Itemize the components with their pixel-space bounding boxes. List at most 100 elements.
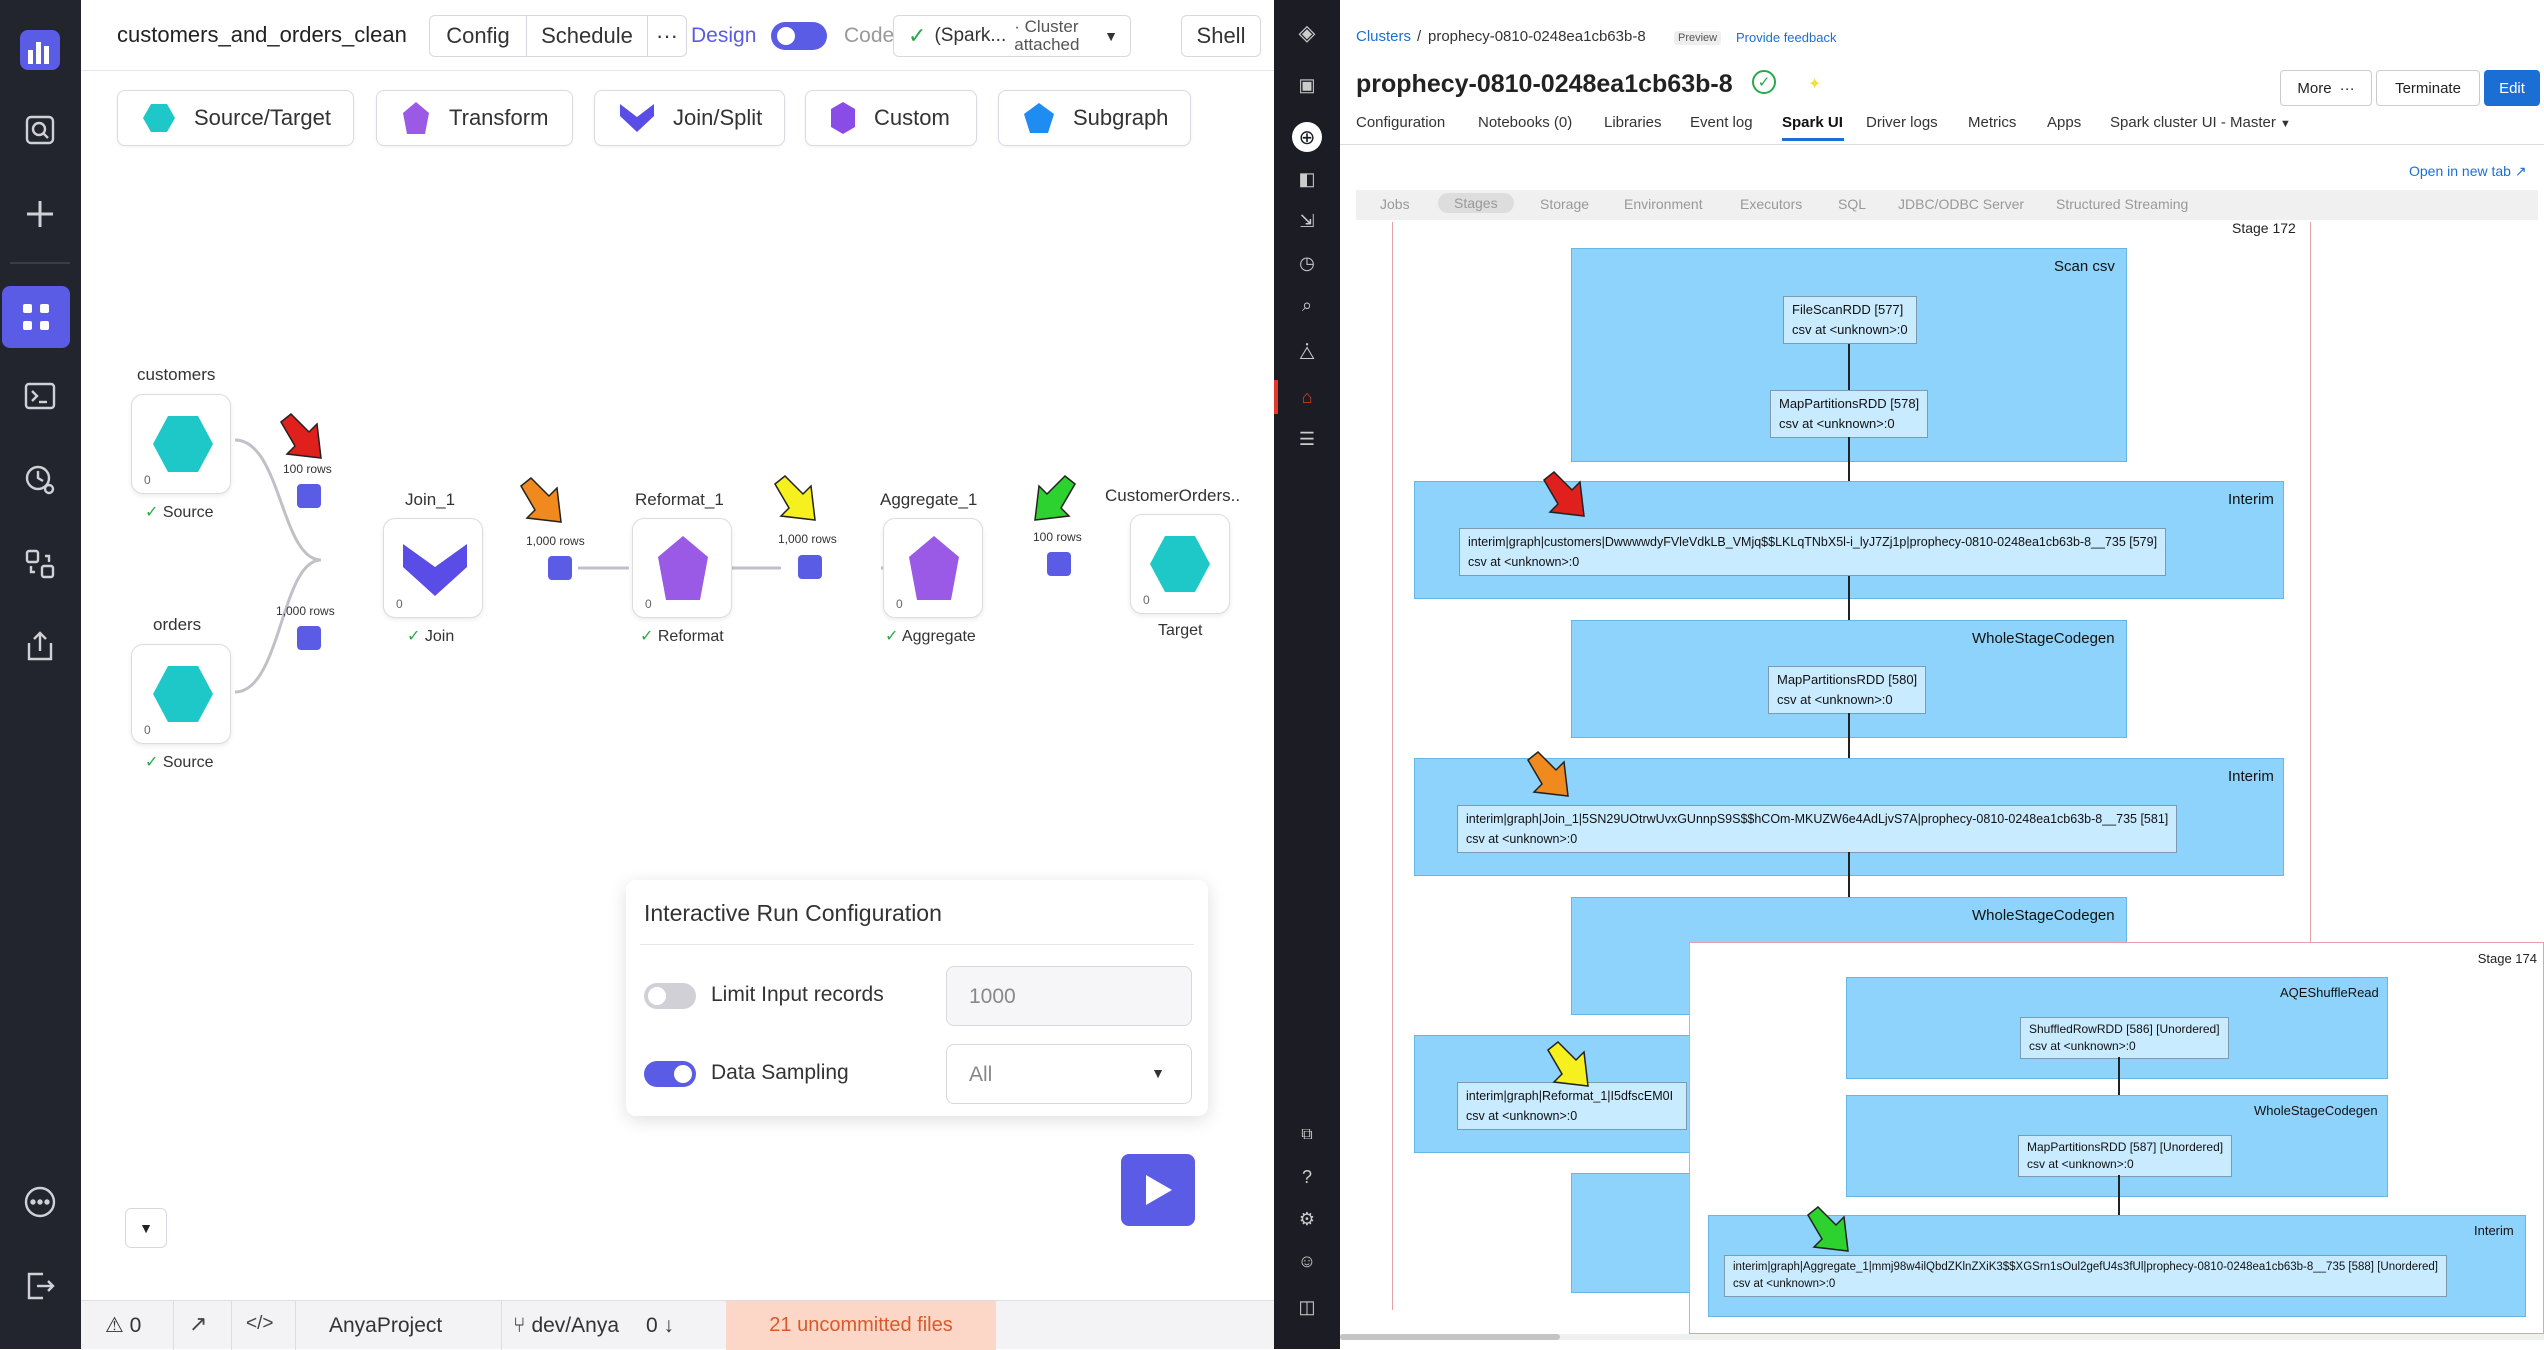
subtab-storage[interactable]: Storage: [1540, 196, 1590, 212]
project-name[interactable]: AnyaProject: [329, 1314, 443, 1337]
palette-join-split[interactable]: Join/Split: [594, 90, 785, 146]
compute-icon[interactable]: ⌂: [1301, 386, 1313, 407]
node-customers[interactable]: 0: [131, 394, 231, 494]
shapes-icon[interactable]: ⧊: [1298, 342, 1316, 363]
rdd-name: interim|graph|Reformat_1|I5dfscEM0I: [1466, 1089, 1674, 1103]
node-target[interactable]: 0: [1130, 514, 1230, 614]
cluster-title: prophecy-0810-0248ea1cb63b-8: [1356, 70, 1733, 98]
node-orders[interactable]: 0: [131, 644, 231, 744]
tab-driver-logs[interactable]: Driver logs: [1866, 114, 1938, 131]
trend-icon[interactable]: ↗: [189, 1311, 208, 1336]
pipeline-icon[interactable]: [2, 286, 70, 348]
collapse-sidebar-icon[interactable]: ◫: [1298, 1296, 1316, 1317]
more-button[interactable]: More···: [2280, 70, 2372, 106]
join-icon: [620, 104, 654, 132]
user-icon[interactable]: ☺: [1297, 1250, 1317, 1271]
repos-icon[interactable]: ⇲: [1299, 210, 1315, 231]
node-join[interactable]: 0: [383, 518, 483, 618]
tab-libraries[interactable]: Libraries: [1604, 114, 1662, 131]
settings-icon[interactable]: ⚙: [1298, 1208, 1316, 1229]
code-icon[interactable]: </>: [246, 1313, 274, 1334]
node-aggregate[interactable]: 0: [883, 518, 983, 618]
layers-icon[interactable]: ◈: [1298, 20, 1316, 45]
chevron-down-icon: ▼: [139, 1220, 153, 1236]
more-options-icon[interactable]: [16, 1178, 64, 1226]
data-preview-icon[interactable]: [548, 556, 572, 580]
subtab-streaming[interactable]: Structured Streaming: [2056, 196, 2189, 212]
recents-icon[interactable]: ◷: [1299, 252, 1315, 273]
pipeline-canvas[interactable]: customers_and_orders_clean Config Schedu…: [81, 0, 1274, 1349]
breadcrumb-clusters[interactable]: Clusters: [1356, 28, 1412, 45]
export-icon[interactable]: [16, 622, 64, 670]
limit-toggle[interactable]: [644, 983, 696, 1009]
schedule-settings-icon[interactable]: [16, 456, 64, 504]
scrollbar-thumb[interactable]: [1340, 1334, 1560, 1340]
tab-configuration[interactable]: Configuration: [1356, 114, 1446, 131]
data-preview-icon[interactable]: [297, 626, 321, 650]
pull-indicator[interactable]: 0 ↓: [646, 1314, 674, 1338]
pin-icon[interactable]: ✦: [1808, 76, 1822, 93]
shell-button[interactable]: Shell: [1181, 15, 1261, 57]
data-preview-icon[interactable]: [297, 484, 321, 508]
warnings-indicator[interactable]: ⚠ 0: [105, 1313, 141, 1338]
cluster-selector[interactable]: ✓ (Spark... · Cluster attached ▼: [893, 15, 1131, 57]
add-icon[interactable]: [16, 190, 64, 238]
git-compare-icon[interactable]: [16, 540, 64, 588]
tab-spark-cluster-ui[interactable]: Spark cluster UI - Master ▼: [2110, 114, 2291, 131]
logout-icon[interactable]: [16, 1262, 64, 1310]
search-icon[interactable]: [16, 106, 64, 154]
terminal-icon[interactable]: [16, 372, 64, 420]
edge-line: [1848, 437, 1850, 517]
subtab-executors[interactable]: Executors: [1740, 196, 1803, 212]
partner-icon[interactable]: ⧉: [1301, 1126, 1313, 1143]
uncommitted-files-badge[interactable]: 21 uncommitted files: [726, 1301, 996, 1350]
horizontal-scrollbar[interactable]: [1340, 1334, 2544, 1340]
config-button[interactable]: Config: [429, 15, 527, 57]
provide-feedback-link[interactable]: Provide feedback: [1736, 30, 1837, 45]
palette-transform[interactable]: Transform: [376, 90, 573, 146]
search-icon[interactable]: ⌕: [1301, 294, 1313, 315]
data-preview-icon[interactable]: [1047, 552, 1071, 576]
palette-source-target[interactable]: Source/Target: [117, 90, 354, 146]
interim-rdd-579: interim|graph|customers|DwwwwdyFVleVdkLB…: [1459, 528, 2167, 576]
rdd-location: csv at <unknown>:0: [1466, 1109, 1578, 1123]
tab-apps[interactable]: Apps: [2047, 114, 2082, 131]
subtab-sql[interactable]: SQL: [1838, 196, 1867, 212]
run-button[interactable]: [1121, 1154, 1195, 1226]
toggle-knob: [674, 1065, 692, 1083]
jobs-icon[interactable]: ☰: [1298, 428, 1316, 449]
subtab-jobs[interactable]: Jobs: [1380, 196, 1410, 212]
subtab-jdbc[interactable]: JDBC/ODBC Server: [1898, 196, 2025, 212]
sampling-select[interactable]: All ▼: [946, 1044, 1192, 1104]
data-preview-icon[interactable]: [798, 555, 822, 579]
workspace-menu-icon[interactable]: ▣: [1298, 74, 1316, 95]
node-reformat[interactable]: 0: [632, 518, 732, 618]
help-icon[interactable]: ?: [1301, 1166, 1312, 1187]
edit-button[interactable]: Edit: [2484, 70, 2540, 106]
tab-notebooks[interactable]: Notebooks (0): [1478, 114, 1573, 131]
node-status-target: Target: [1158, 622, 1203, 639]
workspace-icon[interactable]: ◧: [1298, 168, 1316, 189]
palette-subgraph[interactable]: Subgraph: [998, 90, 1191, 146]
limit-input[interactable]: 1000: [946, 966, 1192, 1026]
node-count: 0: [396, 597, 403, 611]
terminate-button[interactable]: Terminate: [2376, 70, 2480, 106]
edge-line: [2118, 1175, 2120, 1253]
palette-custom[interactable]: Custom: [805, 90, 977, 146]
rdd-name: MapPartitionsRDD [587] [Unordered]: [2027, 1140, 2224, 1154]
subtab-stages[interactable]: Stages: [1438, 193, 1514, 213]
open-new-tab-link[interactable]: Open in new tab ↗: [2409, 163, 2527, 180]
prophecy-logo-icon[interactable]: [16, 26, 64, 74]
tab-event-log[interactable]: Event log: [1690, 114, 1753, 131]
subtab-environment[interactable]: Environment: [1624, 196, 1703, 212]
branch-indicator[interactable]: ⑂ dev/Anya: [513, 1314, 619, 1338]
tab-spark-ui[interactable]: Spark UI: [1782, 114, 1843, 131]
left-nav-rail: [0, 0, 81, 1349]
tab-metrics[interactable]: Metrics: [1968, 114, 2017, 131]
more-button[interactable]: ···: [647, 15, 687, 57]
create-icon[interactable]: ⊕: [1292, 122, 1322, 152]
databricks-spark-ui: Clusters / prophecy-0810-0248ea1cb63b-8 …: [1274, 0, 2544, 1349]
sampling-toggle[interactable]: [644, 1061, 696, 1087]
design-code-toggle[interactable]: [771, 22, 827, 50]
collapse-panel-button[interactable]: ▼: [125, 1208, 167, 1248]
